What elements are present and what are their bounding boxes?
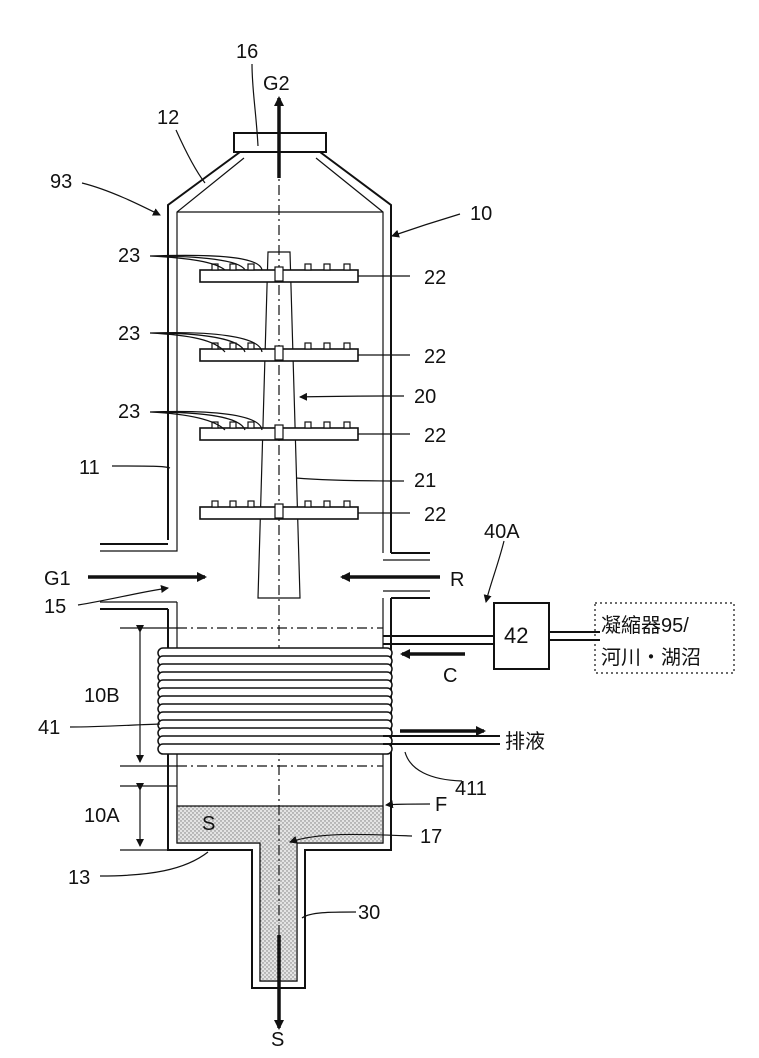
label-20: 20 (414, 386, 436, 408)
disk-hub (275, 267, 283, 281)
spray-nozzle (344, 264, 350, 270)
label-c: C (443, 665, 457, 687)
label-23-low: 23 (118, 401, 140, 423)
spray-nozzle (248, 264, 254, 270)
spray-nozzle (344, 422, 350, 428)
label-41: 41 (38, 717, 60, 739)
label-11: 11 (79, 457, 100, 479)
spray-nozzle (248, 501, 254, 507)
label-22-1: 22 (424, 267, 446, 289)
label-23-top: 23 (118, 245, 140, 267)
label-drain: 排液 (505, 730, 545, 753)
spray-nozzle (324, 343, 330, 349)
spray-nozzle (305, 501, 311, 507)
label-22-2: 22 (424, 346, 446, 368)
label-12: 12 (157, 107, 179, 129)
spray-nozzle (305, 343, 311, 349)
label-10: 10 (470, 203, 492, 225)
spray-nozzle (248, 343, 254, 349)
label-40a: 40A (484, 521, 520, 543)
label-93: 93 (50, 171, 72, 193)
spray-nozzle (230, 343, 236, 349)
spray-nozzle (230, 501, 236, 507)
label-15: 15 (44, 596, 66, 618)
label-g1: G1 (44, 568, 71, 590)
spray-nozzle (324, 501, 330, 507)
label-10a: 10A (84, 805, 120, 827)
spray-nozzle (344, 501, 350, 507)
disk-hub (275, 425, 283, 439)
spray-nozzle (305, 264, 311, 270)
disk-hub (275, 346, 283, 360)
coil-lines (383, 632, 600, 744)
spray-nozzle (344, 343, 350, 349)
label-s-inside: S (202, 813, 215, 835)
coil-turn (158, 744, 392, 754)
spray-nozzle (305, 422, 311, 428)
spray-nozzle (230, 422, 236, 428)
spray-nozzle (324, 264, 330, 270)
condenser-label-1: 凝縮器95/ (601, 614, 689, 637)
unit-42-label: 42 (504, 623, 528, 648)
label-16: 16 (236, 41, 258, 63)
label-r: R (450, 569, 464, 591)
label-23-mid: 23 (118, 323, 140, 345)
spray-nozzle (230, 264, 236, 270)
label-10b: 10B (84, 685, 120, 707)
condenser-label-2: 河川・湖沼 (601, 646, 701, 669)
label-411: 411 (455, 778, 487, 800)
label-g2: G2 (263, 73, 290, 95)
spray-nozzle (212, 501, 218, 507)
disk-hub (275, 504, 283, 518)
label-s-bottom: S (271, 1029, 284, 1051)
label-17: 17 (420, 826, 442, 848)
label-13: 13 (68, 867, 90, 889)
spray-nozzle (248, 422, 254, 428)
label-f: F (435, 794, 447, 816)
spray-nozzle (324, 422, 330, 428)
cooling-coil (158, 648, 392, 754)
label-21: 21 (414, 470, 436, 492)
label-30: 30 (358, 902, 380, 924)
label-22-3: 22 (424, 425, 446, 447)
label-22-4: 22 (424, 504, 446, 526)
leader-lines (70, 64, 504, 918)
